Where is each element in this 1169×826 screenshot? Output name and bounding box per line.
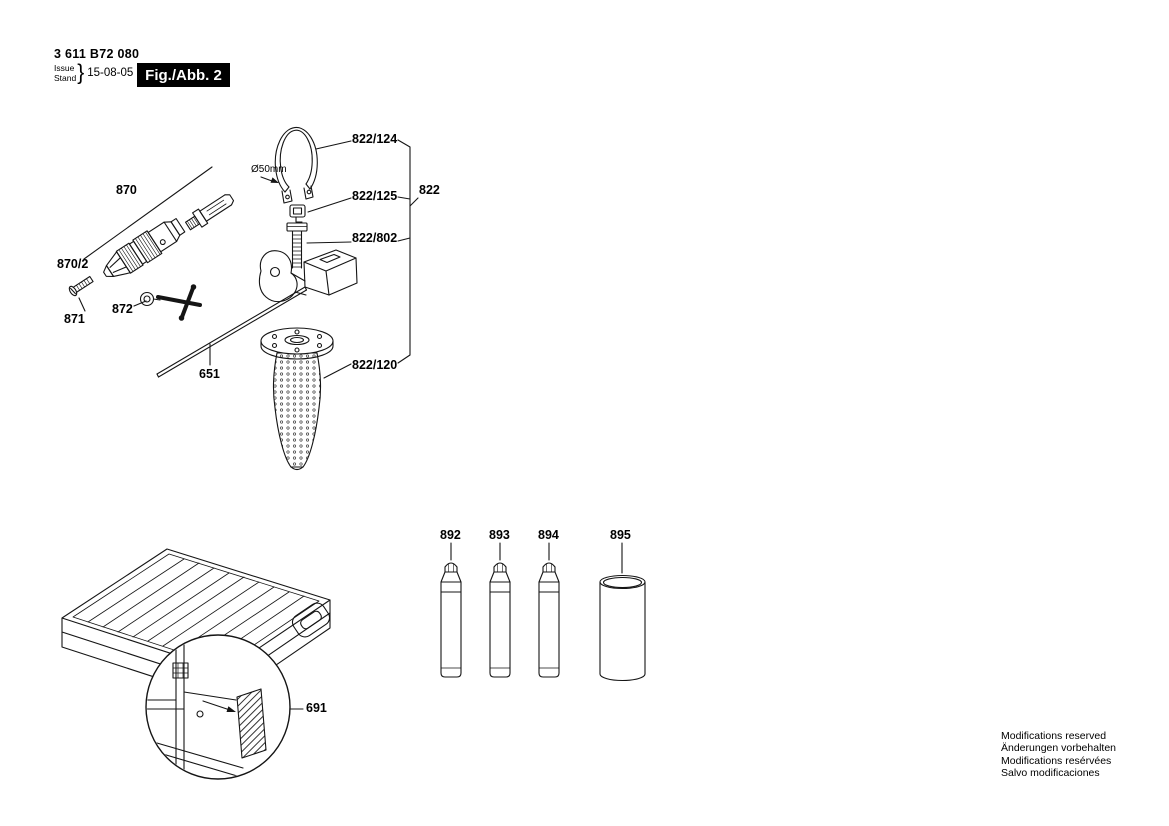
grease-tube-892 — [440, 562, 462, 678]
label-651: 651 — [199, 367, 220, 381]
clip-822-125 — [289, 204, 306, 223]
leader-lines — [78, 139, 623, 710]
label-870: 870 — [116, 183, 137, 197]
label-894: 894 — [538, 528, 559, 542]
wing-bolt-822-802 — [286, 222, 308, 269]
stand-label: Stand — [54, 73, 77, 83]
label-871: 871 — [64, 312, 85, 326]
label-895: 895 — [610, 528, 631, 542]
chuck-key-872 — [139, 284, 202, 321]
diameter-arrow — [260, 176, 279, 183]
clamp-band-822-124 — [274, 127, 318, 204]
label-822-124: 822/124 — [352, 132, 398, 146]
note-line-en: Modifications reserved — [1001, 730, 1107, 742]
label-822: 822 — [419, 183, 440, 197]
handle-bracket-822 — [258, 249, 358, 303]
figure-title-box: Fig./Abb. 2 — [137, 63, 230, 87]
label-822-802: 822/802 — [352, 231, 398, 245]
detail-view — [145, 634, 291, 780]
label-diameter: Ø50mm — [251, 164, 287, 175]
note-line-de: Änderungen vorbehalten — [1001, 742, 1117, 755]
label-822-125: 822/125 — [352, 189, 398, 203]
label-872: 872 — [112, 302, 133, 316]
label-691: 691 — [306, 701, 327, 715]
issue-label: Issue — [54, 63, 75, 73]
screw-871 — [68, 275, 94, 297]
issue-block: Issue Stand } 15-08-05 — [54, 60, 134, 85]
grease-tube-893 — [489, 562, 511, 678]
label-870-2: 870/2 — [57, 257, 89, 271]
case-handle — [291, 602, 331, 638]
note-line-es: Salvo modificaciones — [1001, 766, 1100, 779]
label-892: 892 — [440, 528, 461, 542]
case-insert-691 — [236, 688, 267, 759]
modifications-note: Modifications reserved Änderungen vorbeh… — [1001, 730, 1116, 779]
note-line-fr: Modifications resérvées — [1001, 754, 1112, 767]
shank-adapter — [184, 194, 235, 231]
document-number: 3 611 B72 080 — [54, 47, 140, 61]
label-893: 893 — [489, 528, 510, 542]
label-822-120: 822/120 — [352, 358, 398, 372]
issue-date: 15-08-05 — [87, 67, 134, 79]
grease-tube-894 — [538, 562, 560, 678]
chuck-870 — [103, 217, 186, 278]
canister-895 — [599, 574, 646, 682]
handle-grip-822-120 — [260, 327, 334, 471]
issue-brace: } — [77, 60, 85, 85]
